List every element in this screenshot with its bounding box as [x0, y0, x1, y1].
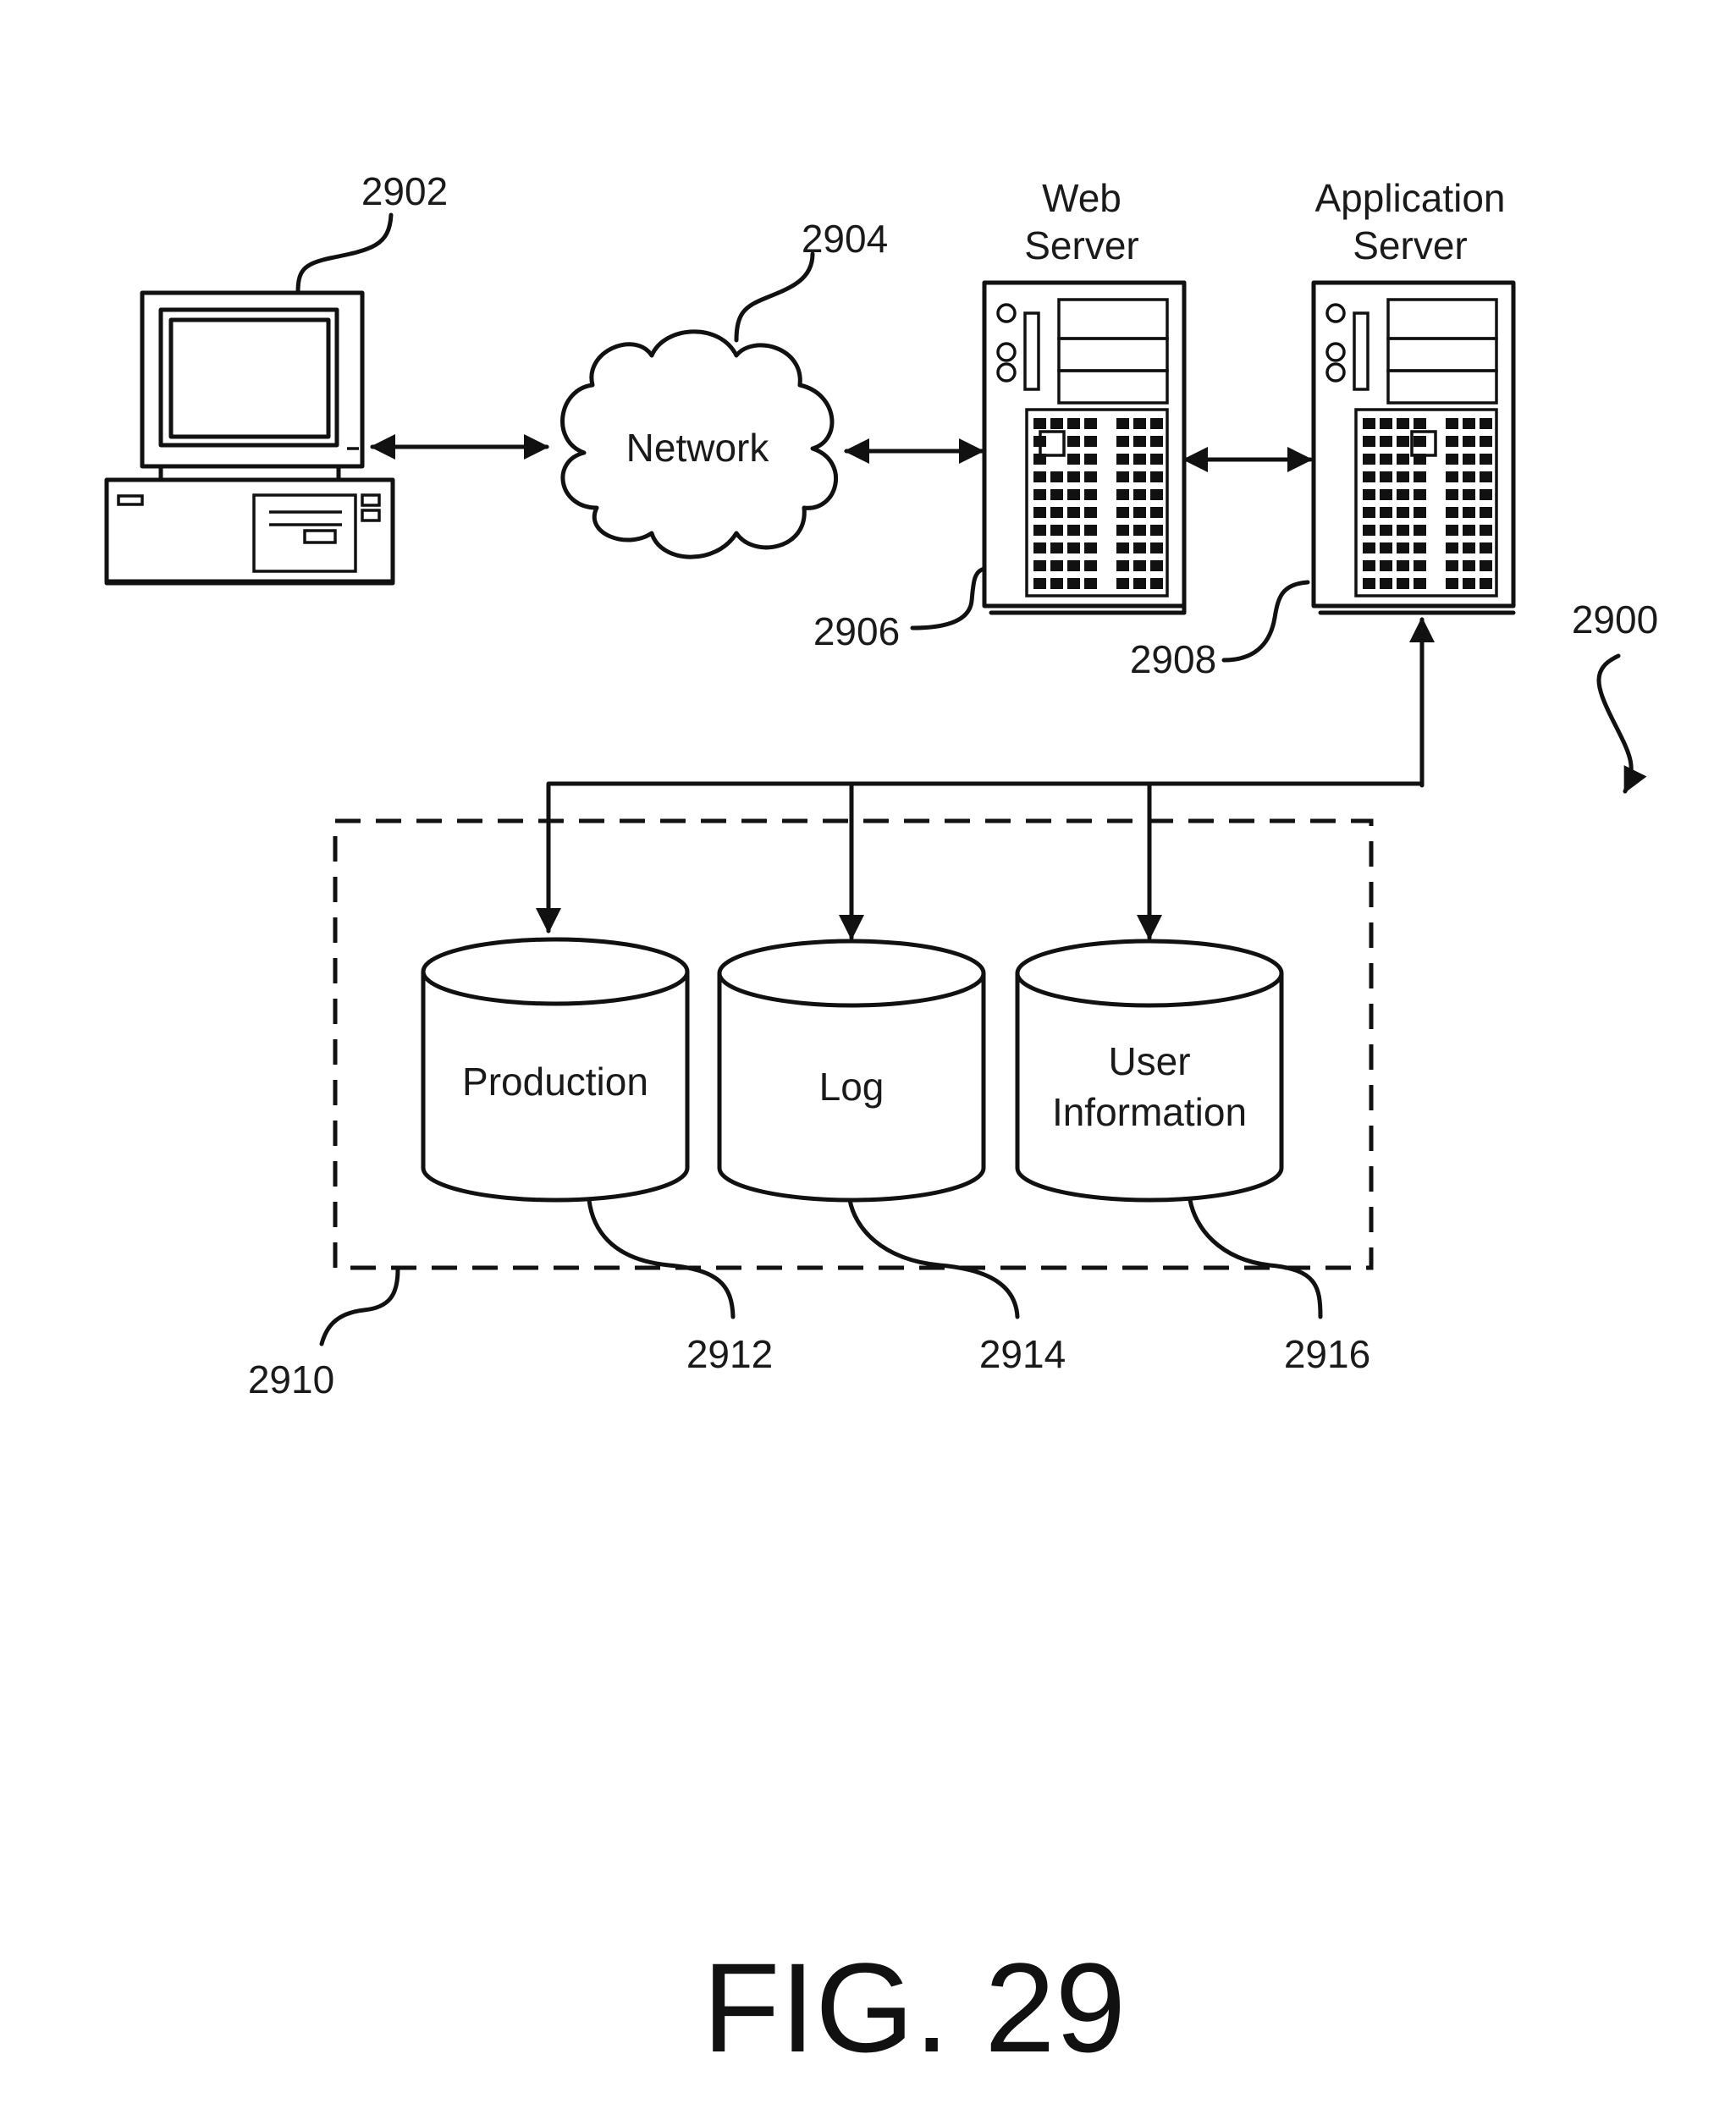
- database-production-ref-leader: [589, 1200, 733, 1317]
- data-store-group-ref: 2910: [248, 1357, 334, 1401]
- database-label-line1: User: [1108, 1039, 1190, 1083]
- database-user-information-ref-leader: [1190, 1200, 1320, 1317]
- database-user-information: User Information: [1017, 941, 1281, 1200]
- web-server-ref-leader: [912, 569, 984, 628]
- database-label: Production: [462, 1060, 648, 1104]
- app-server-label-line1: Application: [1314, 176, 1505, 220]
- system-ref-arrow: [1599, 656, 1631, 791]
- network-ref: 2904: [802, 217, 888, 261]
- figure-title: FIG. 29: [703, 1936, 1126, 2079]
- web-server-icon: [984, 283, 1184, 613]
- system-ref: 2900: [1572, 597, 1658, 642]
- web-server-label-line2: Server: [1024, 223, 1138, 267]
- network-label: Network: [626, 426, 770, 470]
- web-server-label-line1: Web: [1042, 176, 1122, 220]
- network-ref-leader: [736, 254, 813, 340]
- database-log-ref-leader: [850, 1200, 1017, 1317]
- client-ref-leader: [298, 215, 391, 293]
- database-label-line2: Information: [1052, 1090, 1247, 1134]
- web-server-ref: 2906: [813, 609, 900, 653]
- database-production-ref: 2912: [686, 1332, 773, 1376]
- database-log: Log: [719, 941, 984, 1200]
- database-log-ref: 2914: [979, 1332, 1066, 1376]
- data-store-group-ref-leader: [322, 1269, 398, 1344]
- data-bus-connectors: [548, 619, 1422, 938]
- app-server-ref: 2908: [1130, 637, 1216, 681]
- app-server-label-line2: Server: [1353, 223, 1467, 267]
- client-computer-icon: [107, 293, 393, 583]
- client-ref: 2902: [361, 169, 448, 213]
- app-server-ref-leader: [1224, 582, 1308, 660]
- database-production: Production: [423, 939, 687, 1200]
- database-label: Log: [819, 1065, 885, 1109]
- app-server-icon: [1314, 283, 1513, 613]
- database-user-information-ref: 2916: [1284, 1332, 1370, 1376]
